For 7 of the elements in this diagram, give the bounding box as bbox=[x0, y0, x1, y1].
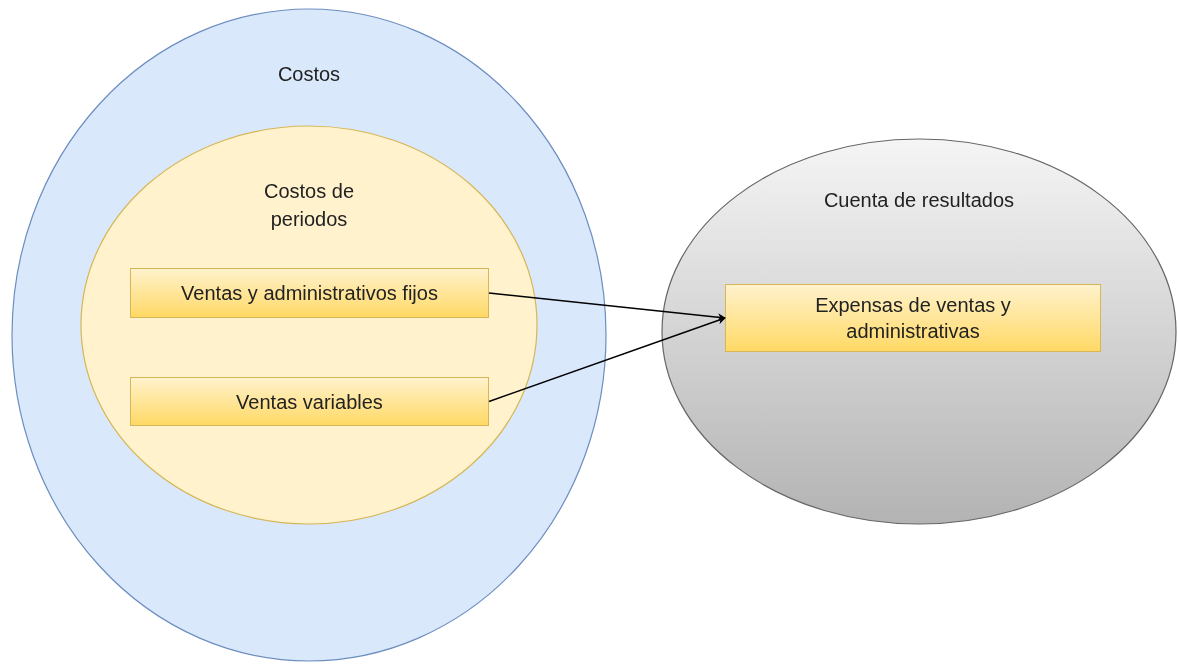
item-box: Expensas de ventas y administrativas bbox=[725, 284, 1101, 352]
item-box: Ventas y administrativos fijos bbox=[130, 268, 489, 318]
arrow bbox=[488, 316, 726, 403]
item-box: Ventas variables bbox=[130, 377, 489, 426]
ellipse-title: Cuenta de resultados bbox=[823, 188, 1015, 213]
ellipse-title: Costos bbox=[277, 62, 341, 87]
ellipse-title: Costos de periodos bbox=[262, 179, 356, 232]
